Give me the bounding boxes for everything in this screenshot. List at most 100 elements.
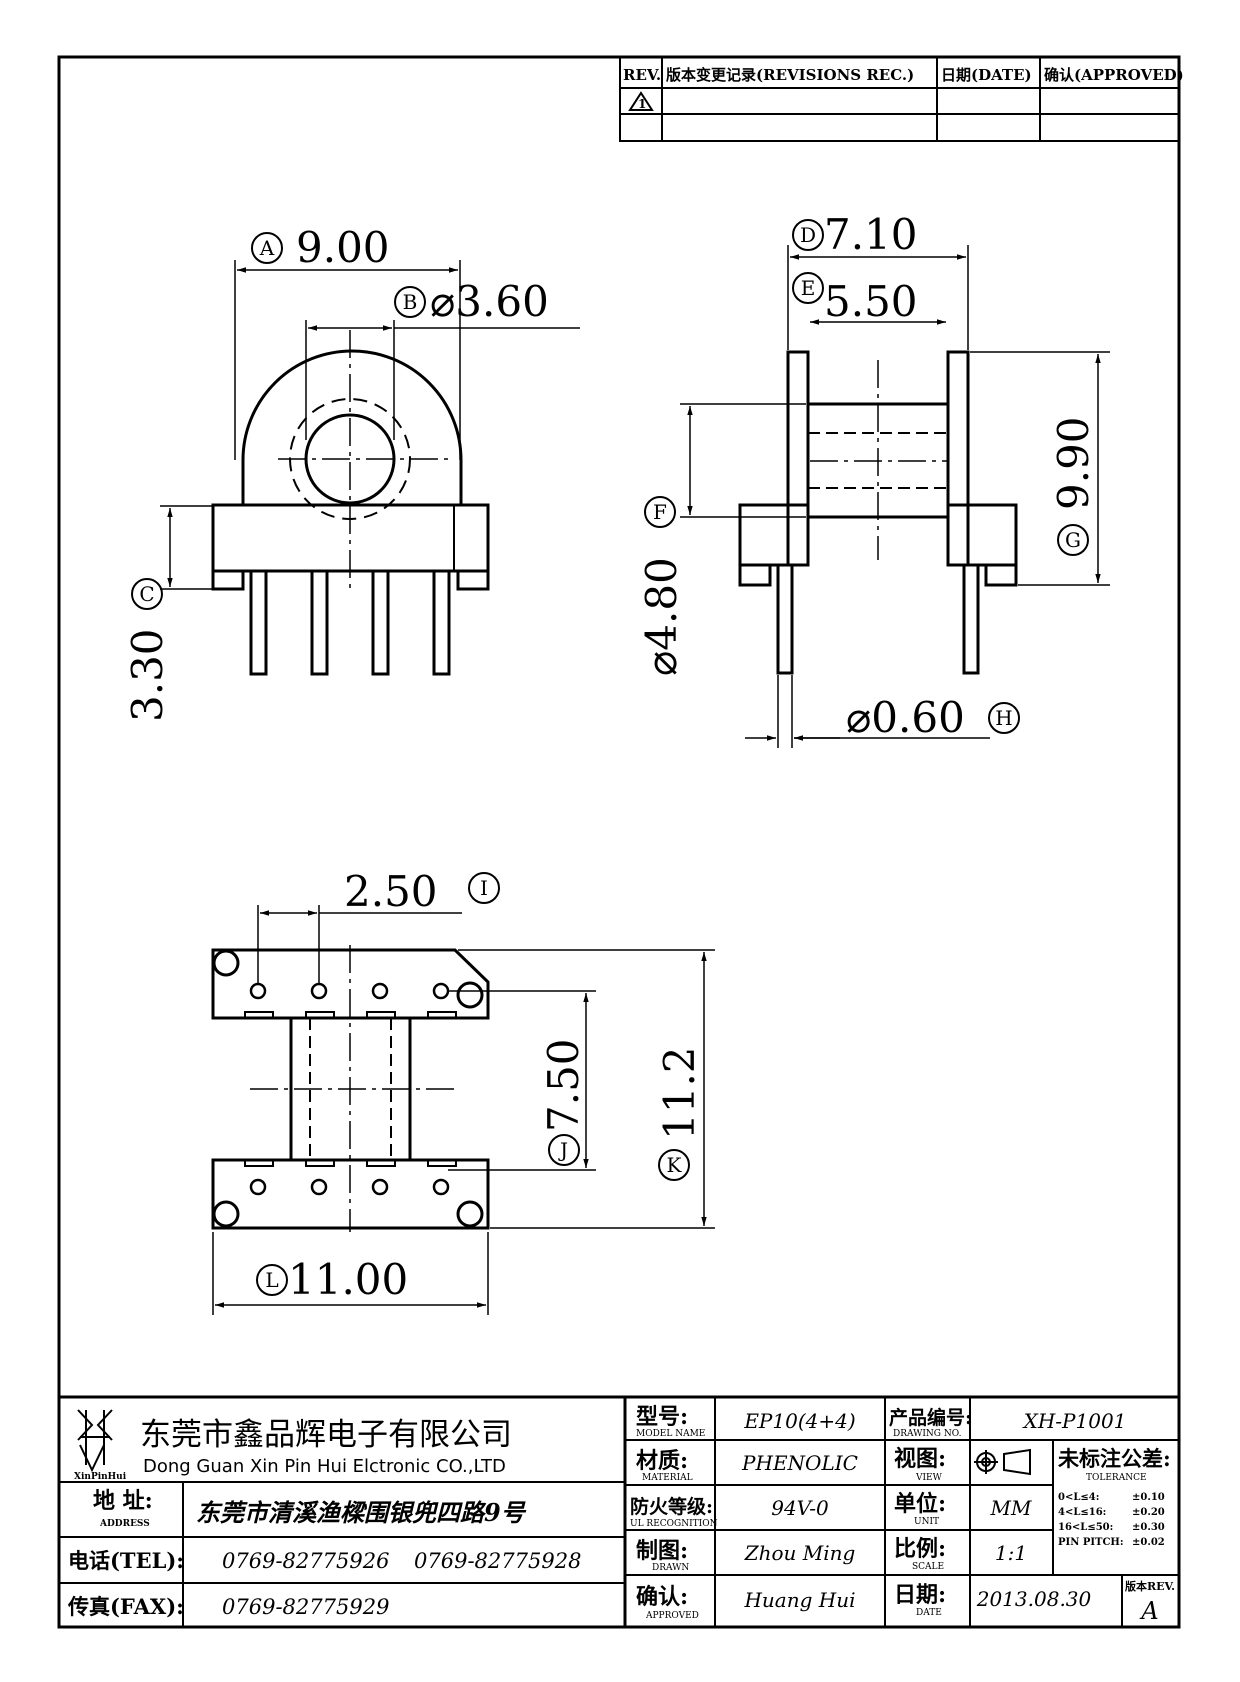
scale-label: 比例:	[894, 1536, 946, 1562]
dim-e-value: 5.50	[824, 277, 918, 326]
material-value: PHENOLIC	[741, 1451, 858, 1475]
material-label-en: MATERIAL	[642, 1473, 693, 1483]
dim-a-letter: A	[259, 236, 275, 260]
dim-c-value: 3.30	[123, 628, 172, 722]
dim-a-letter-circle	[251, 232, 283, 264]
tolerance-range-2: 4<L≤16:	[1058, 1507, 1106, 1518]
third-angle-projection-icon	[974, 1448, 1031, 1476]
drawn-label: 制图:	[636, 1538, 688, 1564]
view-label: 视图:	[894, 1446, 946, 1472]
revision-date-header: 日期(DATE)	[941, 66, 1032, 84]
scale-label-en: SCALE	[912, 1562, 944, 1572]
material-label: 材质:	[636, 1448, 688, 1474]
dimension-k-lines	[458, 949, 715, 1229]
dim-j-letter: J	[558, 1138, 568, 1162]
tolerance-value-4: ±0.02	[1132, 1537, 1165, 1548]
dim-b-letter: B	[403, 290, 418, 314]
dim-j-value: 7.50	[539, 1038, 588, 1132]
tolerance-label: 未标注公差:	[1058, 1446, 1171, 1471]
dimension-l-lines	[212, 1232, 489, 1315]
dim-h-letter: H	[995, 706, 1012, 730]
tolerance-range-3: 16<L≤50:	[1058, 1522, 1113, 1533]
tolerance-value-2: ±0.20	[1132, 1507, 1165, 1518]
logo-caption: XinPinHui	[74, 1472, 127, 1482]
dim-i-value: 2.50	[344, 867, 438, 916]
tolerance-range-4: PIN PITCH:	[1058, 1537, 1124, 1548]
drawn-label-en: DRAWN	[652, 1563, 689, 1573]
dim-h-value: ⌀0.60	[846, 693, 965, 742]
dimension-f-lines	[680, 403, 806, 518]
revision-triangle-icon	[628, 91, 654, 111]
dimension-g-lines	[970, 351, 1110, 586]
sheet-border	[57, 55, 1181, 1629]
model-label: 型号:	[636, 1404, 688, 1430]
dim-g-letter: G	[1065, 528, 1081, 552]
dim-g-value: 9.90	[1049, 416, 1098, 510]
dim-a-value: 9.00	[296, 223, 390, 272]
title-block-grid	[59, 1395, 1179, 1627]
company-logo	[77, 1409, 113, 1473]
drawing-no-value: XH-P1001	[1022, 1409, 1127, 1433]
dim-f-letter-circle	[644, 496, 676, 528]
tel-label: 电话(TEL):	[68, 1548, 184, 1573]
dim-h-letter-circle	[988, 702, 1020, 734]
dimension-a-lines	[234, 260, 461, 460]
rev-value: A	[1139, 1597, 1158, 1625]
dim-d-value: 7.10	[824, 210, 918, 259]
dim-f-value: ⌀4.80	[637, 557, 686, 676]
dim-b-letter-circle	[394, 286, 426, 318]
address-label-en: ADDRESS	[99, 1519, 150, 1529]
dim-e-letter-circle	[792, 272, 824, 304]
side-view	[738, 350, 1018, 675]
date-label-en: DATE	[916, 1608, 942, 1618]
dim-d-letter-circle	[792, 219, 824, 251]
rev-header: REV.	[623, 66, 661, 84]
dim-l-value: 11.00	[288, 1255, 408, 1304]
model-label-en: MODEL NAME	[636, 1429, 705, 1439]
dimension-d-lines	[787, 245, 969, 350]
tel-value-1: 0769-82775926	[222, 1549, 389, 1573]
dim-c-letter: C	[139, 582, 154, 606]
dim-i-letter-circle	[468, 872, 500, 904]
dim-l-letter: L	[265, 1268, 278, 1292]
dim-b-value: ⌀3.60	[430, 277, 549, 326]
bottom-view	[211, 945, 490, 1232]
approved-label: 确认:	[636, 1584, 688, 1610]
model-value: EP10(4+4)	[743, 1409, 855, 1433]
view-label-en: VIEW	[915, 1473, 943, 1483]
flame-value: 94V-0	[771, 1496, 829, 1520]
front-view	[211, 330, 490, 676]
revisions-record-header: 版本变更记录(REVISIONS REC.)	[666, 66, 914, 84]
dimension-c-lines	[160, 505, 212, 590]
dim-i-letter: I	[480, 876, 488, 900]
approved-label-en: APPROVED	[645, 1611, 699, 1621]
tolerance-label-en: TOLERANCE	[1086, 1473, 1147, 1483]
rev-label: 版本REV.	[1125, 1579, 1175, 1593]
revision-approved-header: 确认(APPROVED)	[1044, 66, 1184, 84]
flame-label-en: UL RECOGNITION	[630, 1519, 718, 1529]
revision-table	[619, 56, 1180, 142]
tolerance-value-1: ±0.10	[1132, 1492, 1165, 1503]
dim-l-letter-circle	[256, 1264, 288, 1296]
tolerance-range-1: 0<L≤4:	[1058, 1492, 1099, 1503]
dimension-h-lines	[745, 675, 990, 748]
dim-c-letter-circle	[131, 578, 163, 610]
unit-label: 单位:	[894, 1491, 946, 1517]
dim-e-letter: E	[801, 276, 816, 300]
company-name-cn: 东莞市鑫品辉电子有限公司	[140, 1417, 512, 1453]
scale-value: 1:1	[995, 1541, 1027, 1565]
flame-label: 防火等级:	[630, 1495, 713, 1518]
fax-label: 传真(FAX):	[67, 1594, 184, 1619]
date-label: 日期:	[894, 1582, 946, 1608]
dimension-i-lines	[257, 905, 462, 983]
fax-value: 0769-82775929	[222, 1595, 389, 1619]
drawing-no-label-en: DRAWING NO.	[893, 1429, 962, 1439]
dim-j-letter-circle	[548, 1134, 580, 1166]
dim-d-letter: D	[800, 223, 816, 247]
address-value: 东莞市清溪渔樑围银兜四路9号	[196, 1498, 527, 1527]
address-label: 地 址:	[93, 1488, 153, 1514]
unit-value: MM	[990, 1496, 1032, 1520]
dim-f-letter: F	[653, 500, 667, 524]
dimension-b-lines	[305, 320, 580, 440]
